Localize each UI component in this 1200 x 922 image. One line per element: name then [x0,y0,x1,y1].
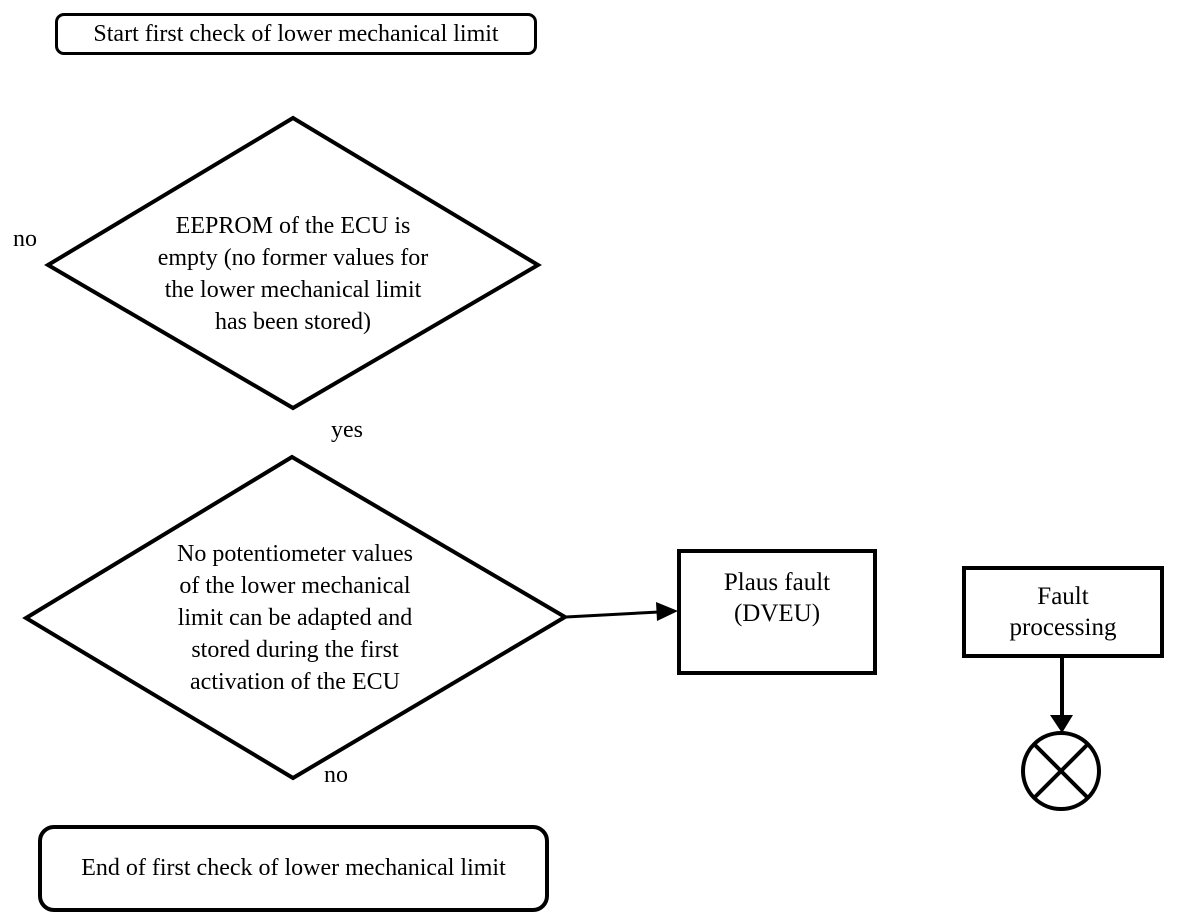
arrow-fault-processing-to-connector [1050,658,1073,733]
decision1-no-branch-label: no [13,226,37,252]
decision2-line: limit can be adapted and [177,605,413,631]
decision1-line: the lower mechanical limit [164,277,422,303]
decision1-line: empty (no former values for [157,245,429,271]
decision1-line: EEPROM of the ECU is [175,213,411,239]
fault-processing-label-line1: Fault [1037,583,1089,610]
end-node: End of first check of lower mechanical l… [38,825,549,912]
plaus-fault-node: Plaus fault (DVEU) [677,549,877,675]
fault-processing-label-line2: processing [1009,614,1117,641]
decision2-line: activation of the ECU [190,669,400,695]
decision2-diamond-shape [22,454,569,781]
crossed-circle-connector-icon [1021,731,1101,811]
decision1-text: EEPROM of the ECU is empty (no former va… [93,210,493,338]
plaus-fault-label-line1: Plaus fault [723,569,831,596]
fault-processing-node: Fault processing [962,566,1164,658]
decision1-yes-branch-label: yes [331,417,363,443]
start-node-label: Start first check of lower mechanical li… [93,20,499,47]
end-node-label: End of first check of lower mechanical l… [81,855,506,881]
decision2-line: No potentiometer values [177,541,413,567]
arrow-decision2-to-plaus-fault [565,602,678,621]
decision2-no-branch-label: no [324,762,348,788]
decision2-text: No potentiometer values of the lower mec… [95,538,495,698]
decision2-line: stored during the first [191,637,399,663]
start-node: Start first check of lower mechanical li… [55,13,537,55]
plaus-fault-label-line2: (DVEU) [733,600,821,627]
decision1-line: has been stored) [215,309,371,335]
decision2-line: of the lower mechanical [179,573,411,599]
decision1-diamond-shape [44,115,542,411]
